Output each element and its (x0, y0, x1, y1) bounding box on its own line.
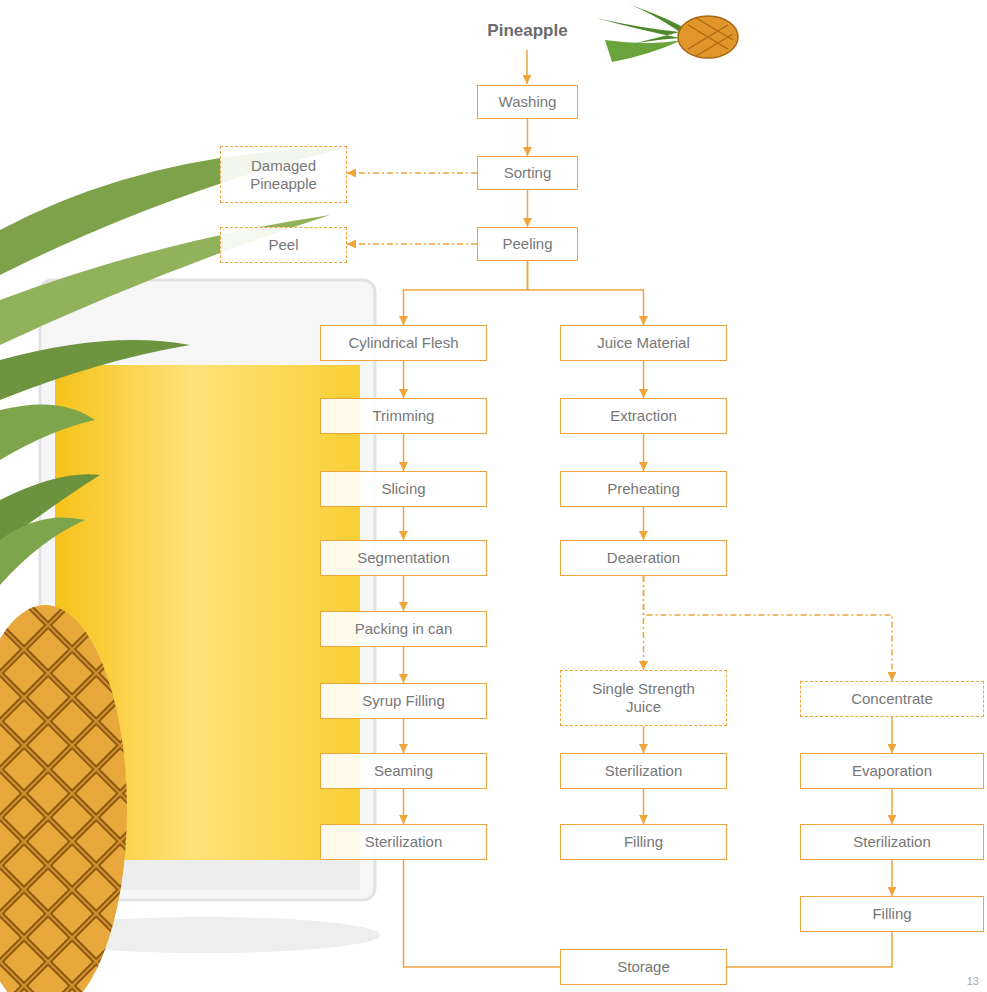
flow-arrow (643, 789, 645, 824)
process-box: Filling (560, 824, 727, 860)
flow-arrow (403, 576, 405, 611)
flow-arrow (891, 717, 893, 753)
step-label: Peeling (502, 235, 552, 253)
diagram-title: Pineapple (470, 21, 585, 41)
process-box: Packing in can (320, 611, 487, 647)
icon-leaves (605, 40, 682, 62)
flow-arrow (643, 726, 645, 753)
step-label: Washing (499, 93, 557, 111)
process-box: Deaeration (560, 540, 727, 576)
step-label: Filling (872, 905, 911, 923)
step-label: Damaged Pineapple (234, 157, 334, 193)
output-box: Concentrate (800, 681, 984, 717)
flow-arrow (527, 190, 529, 227)
step-label: Sterilization (365, 833, 443, 851)
step-label: Preheating (607, 480, 680, 498)
process-box: Sterilization (800, 824, 984, 860)
step-label: Syrup Filling (362, 692, 445, 710)
flow-arrow (403, 434, 405, 471)
icon-pineapple (678, 16, 738, 58)
pineapple-body (0, 600, 130, 992)
flow-arrow (727, 932, 892, 967)
output-box: Damaged Pineapple (220, 146, 347, 203)
step-label: Extraction (610, 407, 677, 425)
output-box: Single Strength Juice (560, 670, 727, 726)
flow-arrow (643, 361, 645, 398)
icon-skin (688, 18, 733, 56)
step-label: Evaporation (852, 762, 932, 780)
process-box: Sterilization (320, 824, 487, 860)
process-box: Sterilization (560, 753, 727, 789)
process-box: Preheating (560, 471, 727, 507)
process-box: Juice Material (560, 325, 727, 361)
flow-arrow (404, 261, 528, 325)
step-label: Packing in can (355, 620, 453, 638)
flow-arrow (347, 172, 477, 174)
process-box: Seaming (320, 753, 487, 789)
step-label: Sterilization (605, 762, 683, 780)
process-box: Cylindrical Flesh (320, 325, 487, 361)
step-label: Cylindrical Flesh (348, 334, 458, 352)
step-label: Trimming (373, 407, 435, 425)
pineapple-leaf (0, 518, 85, 586)
flow-arrow (404, 860, 561, 967)
flow-arrow (403, 361, 405, 398)
step-label: Single Strength Juice (584, 680, 704, 716)
process-box: Washing (477, 85, 578, 119)
process-box: Sorting (477, 156, 578, 190)
flow-arrow (528, 261, 644, 325)
step-label: Slicing (381, 480, 425, 498)
process-box: Filling (800, 896, 984, 932)
flow-arrow (891, 860, 893, 896)
step-label: Storage (617, 958, 670, 976)
step-label: Peel (268, 236, 298, 254)
process-box: Syrup Filling (320, 683, 487, 719)
step-label: Sterilization (853, 833, 931, 851)
pineapple-skin (0, 600, 130, 992)
pineapple-leaf (0, 404, 95, 460)
output-box: Peel (220, 227, 347, 263)
pineapple-leaf (0, 340, 190, 400)
process-box: Trimming (320, 398, 487, 434)
step-label: Seaming (374, 762, 433, 780)
process-box: Slicing (320, 471, 487, 507)
step-label: Concentrate (851, 690, 933, 708)
flow-arrow (643, 434, 645, 471)
step-label: Filling (624, 833, 663, 851)
flow-arrow (403, 719, 405, 753)
process-box: Segmentation (320, 540, 487, 576)
step-label: Segmentation (357, 549, 450, 567)
flow-arrow (403, 789, 405, 824)
step-label: Deaeration (607, 549, 680, 567)
flow-arrow (403, 507, 405, 540)
step-label: Sorting (504, 164, 552, 182)
input-arrow (526, 50, 528, 84)
flow-arrow (643, 507, 645, 540)
step-label: Juice Material (597, 334, 690, 352)
flow-arrow (347, 243, 477, 245)
flow-arrow (527, 119, 529, 156)
flow-arrow (644, 576, 893, 681)
process-box: Peeling (477, 227, 578, 261)
flow-arrow (891, 789, 893, 824)
process-box: Extraction (560, 398, 727, 434)
page-number: 13 (967, 975, 979, 987)
process-box: Evaporation (800, 753, 984, 789)
flow-arrow (403, 647, 405, 683)
process-box: Storage (560, 949, 727, 985)
